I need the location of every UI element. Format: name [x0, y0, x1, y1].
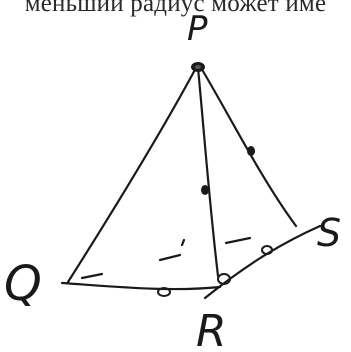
label-R: R	[196, 306, 227, 352]
edge-PR	[196, 66, 220, 278]
hidden-edge-dash-1	[80, 272, 104, 280]
label-S: S	[317, 211, 341, 255]
point-on-PR	[201, 185, 209, 195]
point-on-PS	[247, 146, 255, 156]
edge-QR	[60, 281, 222, 291]
edge-RS	[203, 224, 322, 300]
label-Q: Q	[4, 256, 42, 312]
point-on-RS	[261, 245, 273, 255]
label-P: P	[187, 9, 208, 49]
edge-PQ	[66, 64, 199, 284]
vertex-R-point	[217, 273, 231, 285]
hidden-edge-dash-3	[224, 236, 252, 245]
hidden-edge-dash-2	[158, 253, 182, 262]
cropped-header-text: меньший радиус может име	[24, 0, 327, 17]
point-on-QR	[157, 287, 171, 297]
edge-PS	[198, 64, 298, 228]
hidden-edge-dash-4	[180, 238, 186, 247]
